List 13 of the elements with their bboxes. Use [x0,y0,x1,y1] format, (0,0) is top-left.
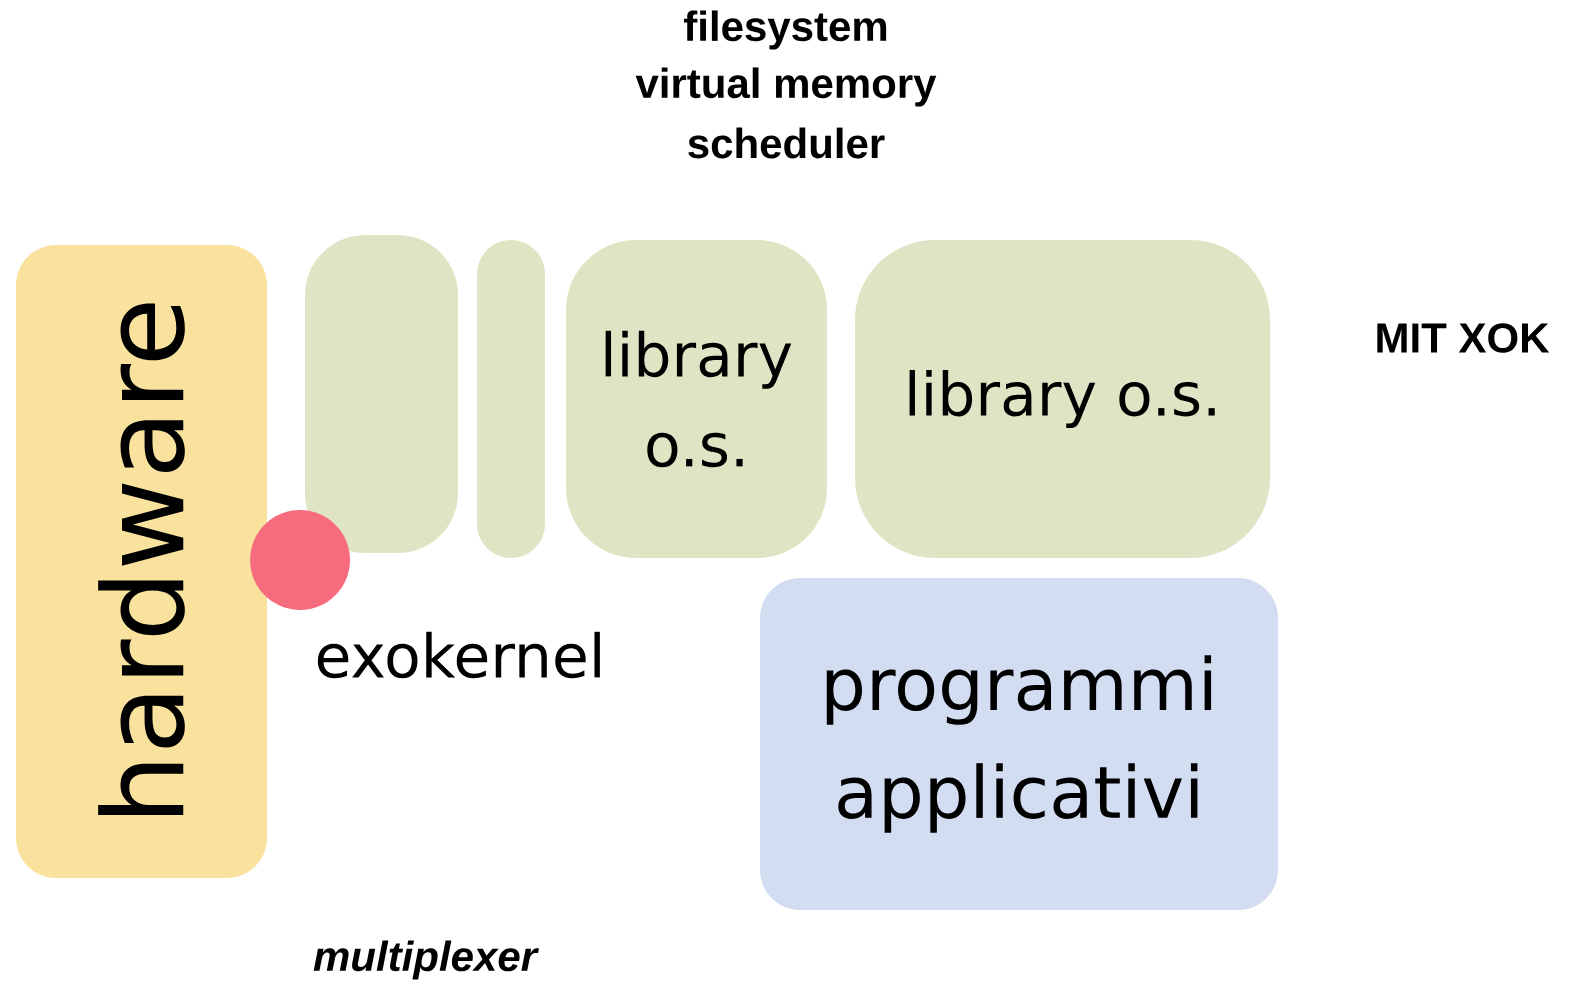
layer-box: hardware [16,245,267,878]
layer-box: programmi applicativi [760,578,1278,910]
text-label: multiplexer [313,940,539,980]
text-label: virtual memory [635,67,937,107]
circle-marker [250,510,350,610]
node-caption: exokernel [317,631,600,679]
text-label: MIT XOK [1377,323,1550,353]
layer-box: library o.s. [566,240,827,558]
text-label: filesystem [684,10,887,50]
text-label: scheduler [688,127,885,159]
layer-box [305,235,458,553]
layer-box: library o.s. [855,240,1270,558]
layer-box [477,240,545,558]
